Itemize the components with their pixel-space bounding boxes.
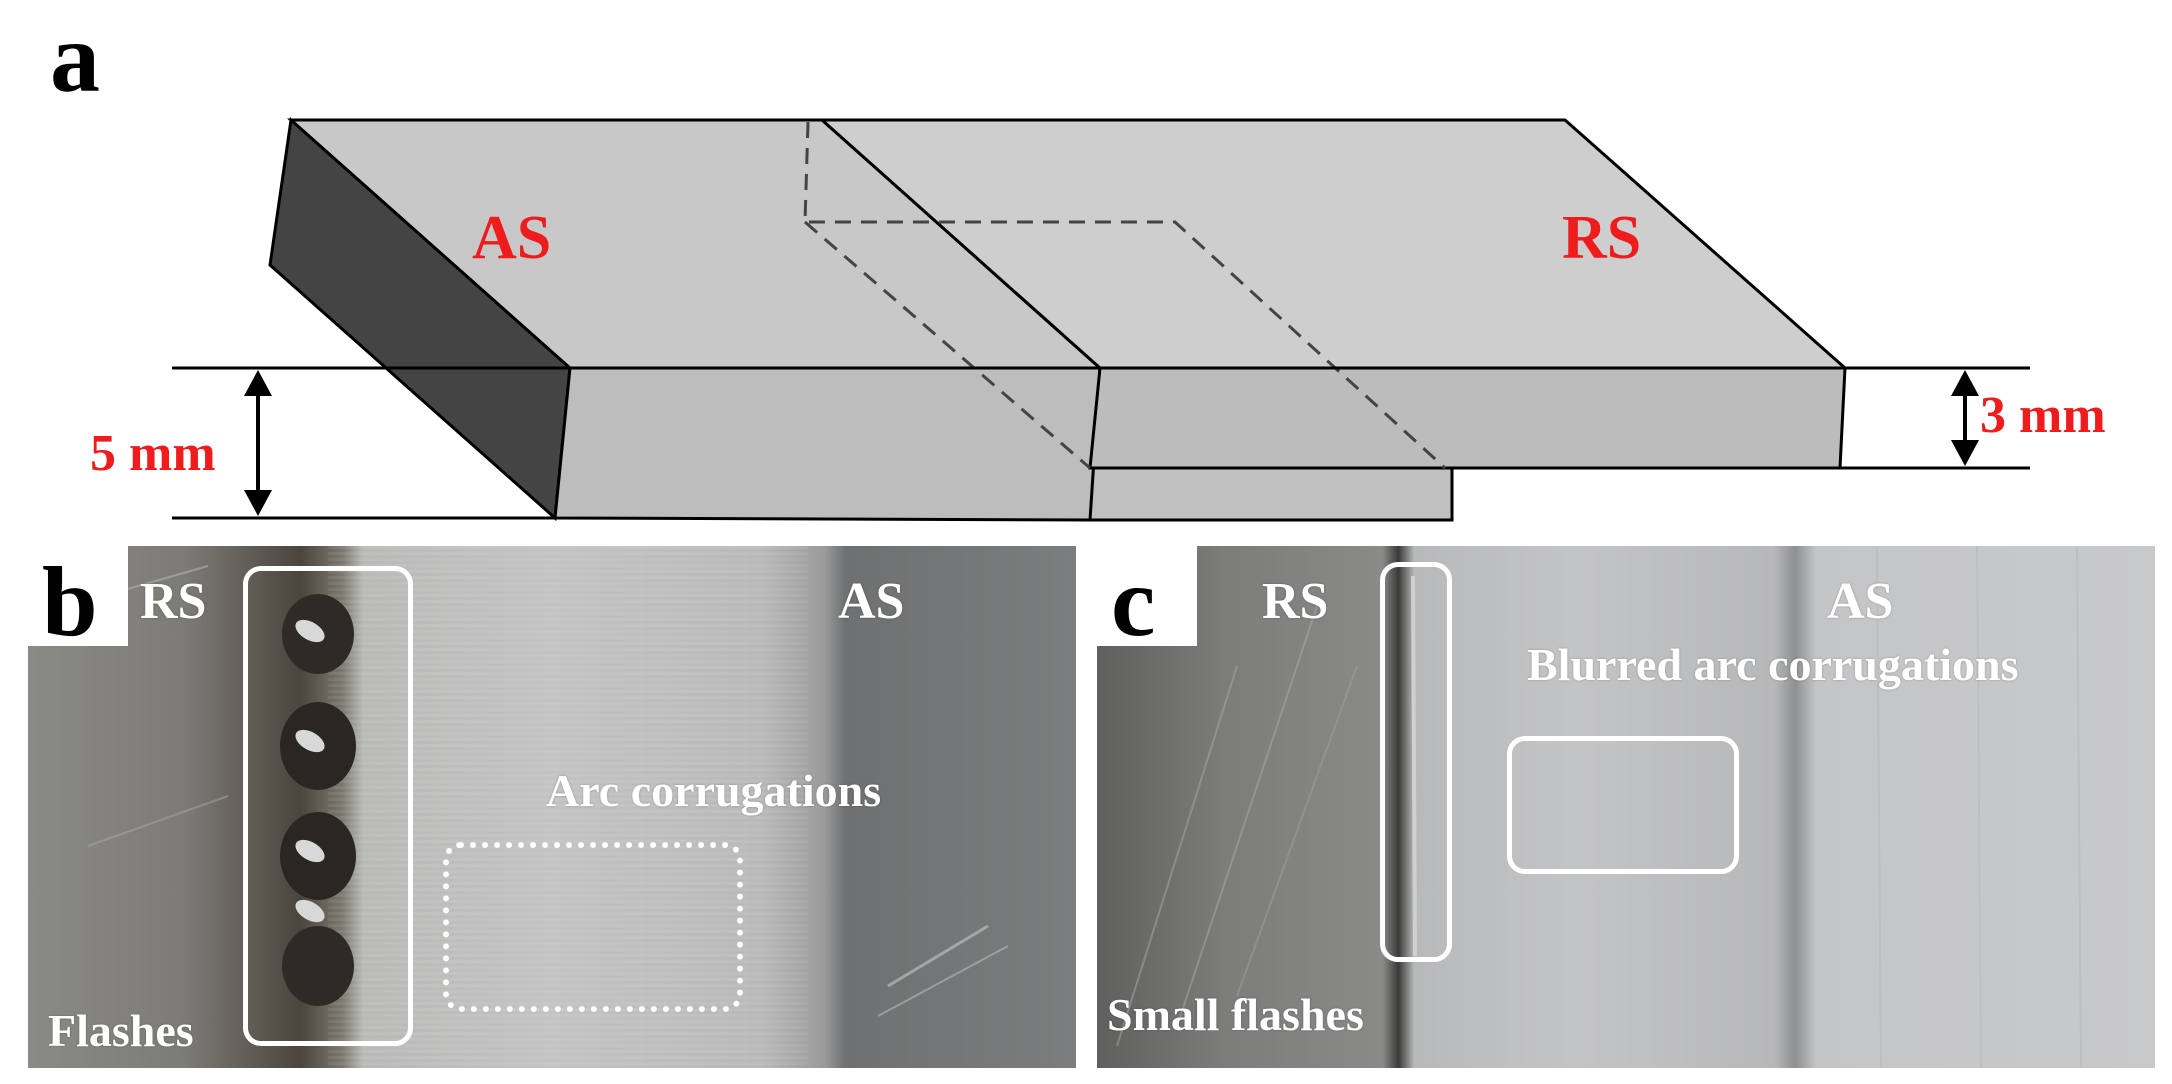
rs-label: RS <box>1562 204 1641 272</box>
flash-region-box <box>243 566 413 1046</box>
lap-joint-schematic: AS RS 5 mm 3 mm <box>90 117 2106 522</box>
panel-c-letter-box: c <box>1097 546 1197 652</box>
panel-b-letter-box: b <box>28 546 128 652</box>
arc-corrugation-region-box <box>443 842 743 1012</box>
panel-c-as-label: AS <box>1827 573 1894 630</box>
panel-b-as-label: AS <box>838 573 905 630</box>
as-plate-front-face <box>553 366 1102 522</box>
small-flash-region-box <box>1380 562 1452 962</box>
weld-surface-photo-b <box>28 546 1076 1068</box>
panel-b-defect-label: Flashes <box>48 1005 194 1056</box>
hidden-overlap-edge <box>804 220 1091 470</box>
as-label: AS <box>472 204 551 272</box>
panel-c-rs-label: RS <box>1262 573 1329 630</box>
upper-thickness-arrow <box>1951 370 1979 466</box>
upper-thickness-label: 3 mm <box>1980 387 2106 444</box>
panel-b-rs-label: RS <box>140 573 207 630</box>
panel-b-letter: b <box>42 546 98 657</box>
panel-c-letter: c <box>1111 546 1156 657</box>
panel-c-feature-label: Blurred arc corrugations <box>1527 639 2019 690</box>
weld-surface-photo-c <box>1097 546 2155 1068</box>
rs-plate-front-face <box>1088 366 1847 470</box>
panel-c-defect-label: Small flashes <box>1107 989 1364 1040</box>
panel-b-photo: b RS AS Arc corrugations Flashes <box>28 546 1076 1068</box>
panel-b-feature-label: Arc corrugations <box>546 765 882 816</box>
lower-thickness-label: 5 mm <box>90 425 216 482</box>
blurred-corrugation-region-box <box>1507 736 1739 874</box>
panel-c-photo: c RS AS Blurred arc corrugations Small f… <box>1097 546 2155 1068</box>
panel-a-schematic: a <box>0 0 2172 540</box>
hidden-overlap-outline <box>803 121 1447 470</box>
lower-thickness-arrow <box>244 370 272 516</box>
panel-a-letter: a <box>50 2 100 113</box>
